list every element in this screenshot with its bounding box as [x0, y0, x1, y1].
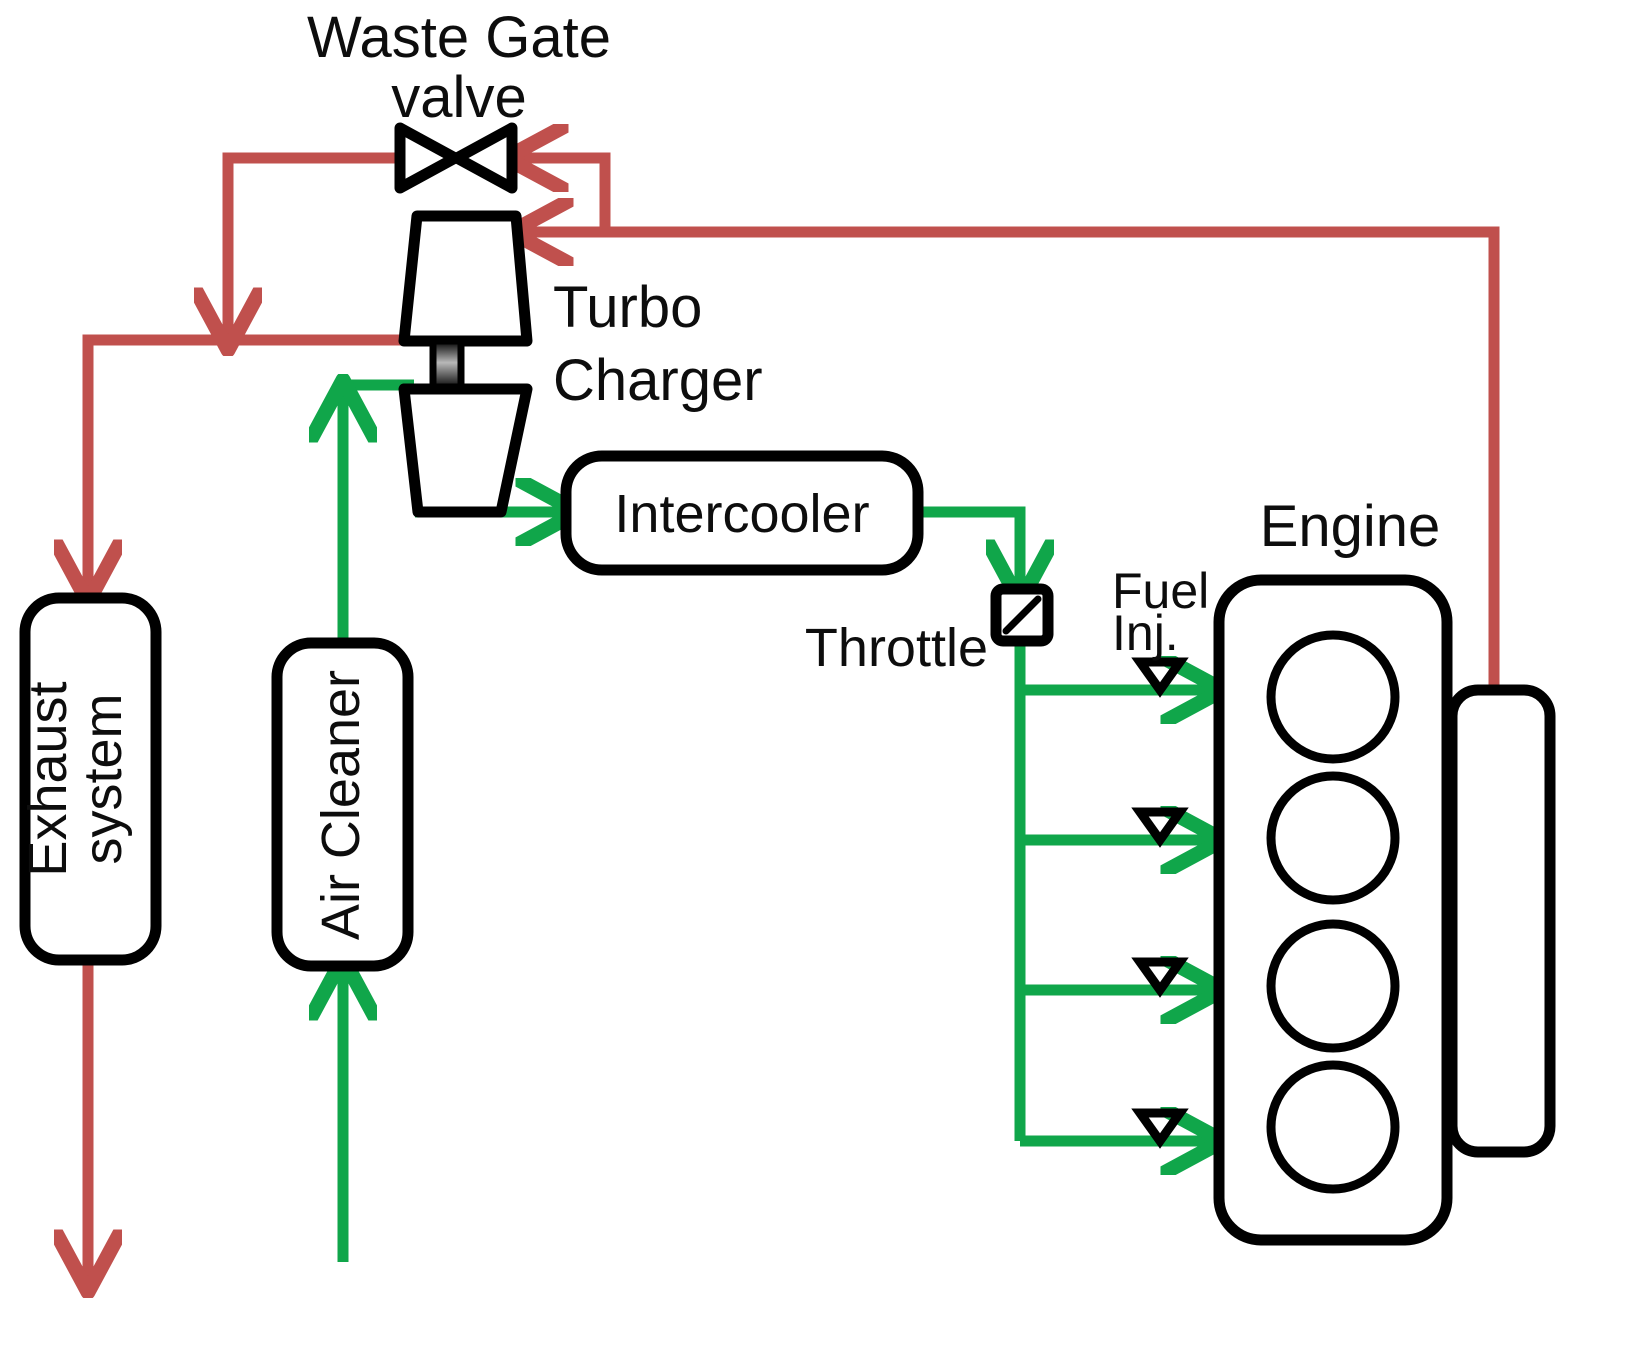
turbo-label-line2: Charger	[553, 348, 763, 413]
flow-turbine-outlet-to-exhaust	[88, 334, 408, 592]
fuel-inj-label-line1: Fuel	[1112, 563, 1209, 619]
intercooler-box[interactable]	[560, 450, 924, 576]
turbo-shaft	[429, 337, 465, 393]
fuel-inj-label-line2: Inj.	[1112, 605, 1179, 661]
throttle-plate	[1002, 595, 1042, 635]
engine[interactable]	[1213, 574, 1453, 1246]
flow-intercooler-to-throttle	[918, 506, 1020, 592]
flow-exhaust-to-wastegate	[516, 158, 611, 232]
turbo-label-line1: Turbo	[553, 275, 702, 340]
compressor-wheel	[398, 383, 533, 518]
fuel-injector-3	[1131, 957, 1189, 998]
waste-gate-label-line2: valve	[391, 65, 526, 130]
throttle-valve[interactable]	[990, 583, 1054, 647]
engine-cylinder-2	[1266, 771, 1400, 905]
engine-cylinder-1	[1266, 630, 1400, 764]
fuel-injector-2	[1131, 807, 1189, 848]
waste-gate-left-triangle	[394, 122, 461, 194]
waste-gate-valve[interactable]	[394, 122, 518, 194]
exhaust-system-label-line1: Exhaust	[18, 681, 78, 876]
flow-wastegate-bypass	[228, 152, 398, 340]
engine-cylinder-4	[1266, 1060, 1400, 1194]
engine-block	[1213, 574, 1453, 1246]
fuel-injectors[interactable]	[1131, 657, 1189, 1149]
fuel-injector-1	[1131, 657, 1189, 698]
exhaust-system-label-line2: system	[73, 693, 133, 864]
engine-label: Engine	[1260, 494, 1441, 559]
air-cleaner-box[interactable]	[271, 637, 414, 972]
turbine-wheel	[398, 210, 533, 347]
exhaust-manifold-box[interactable]	[1446, 684, 1556, 1158]
exhaust-system-box[interactable]	[19, 592, 162, 966]
waste-gate-label-line1: Waste Gate	[307, 5, 611, 70]
air-cleaner-label: Air Cleaner	[311, 670, 371, 940]
waste-gate-right-triangle	[451, 122, 518, 194]
engine-cylinder-3	[1266, 919, 1400, 1053]
flow-exhaust-manifold-to-turbine	[521, 232, 1500, 690]
turbocharger[interactable]	[398, 210, 533, 518]
throttle-label: Throttle	[805, 618, 988, 678]
intercooler-label: Intercooler	[614, 484, 869, 544]
fuel-injector-4	[1131, 1108, 1189, 1149]
